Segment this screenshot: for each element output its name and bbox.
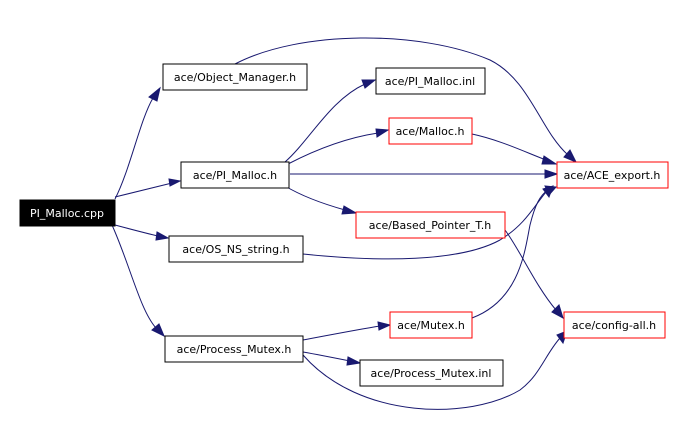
edge-malloc-h-ace-export [471, 133, 547, 161]
node-label: ace/Process_Mutex.inl [371, 367, 492, 380]
arrowhead [375, 128, 390, 138]
node-label: ace/Process_Mutex.h [177, 343, 292, 356]
arrowhead [361, 79, 377, 89]
node-label: ace/Object_Manager.h [174, 71, 296, 84]
arrowhead [151, 323, 165, 338]
arrowhead [541, 155, 558, 165]
node-process-mutex-inl[interactable]: ace/Process_Mutex.inl [359, 359, 504, 387]
edge-process-mutex-h-mutex-h [302, 325, 381, 341]
edge-mutex-h-ace-export [471, 189, 549, 319]
edge-pi-malloc-h-pi-malloc-inl [284, 83, 366, 163]
edge-root-os-ns-string [114, 224, 159, 237]
arrowhead [346, 356, 362, 366]
edge-pi-malloc-h-malloc-h [287, 132, 379, 165]
node-label: ace/PI_Malloc.inl [385, 75, 475, 88]
node-ace-export-h[interactable]: ace/ACE_export.h [556, 161, 669, 189]
edge-object-manager-ace-export [234, 37, 569, 156]
node-malloc-h[interactable]: ace/Malloc.h [388, 117, 473, 145]
node-pi-malloc-inl[interactable]: ace/PI_Malloc.inl [375, 67, 486, 95]
node-label: ace/Mutex.h [397, 319, 465, 332]
node-label: ace/PI_Malloc.h [193, 169, 277, 182]
arrowhead [148, 86, 161, 102]
node-label: ace/Malloc.h [396, 125, 465, 138]
arrowhead [544, 169, 559, 179]
node-label: ace/OS_NS_string.h [182, 243, 289, 256]
node-pi-malloc-cpp[interactable]: PI_Malloc.cpp [19, 199, 116, 227]
node-config-all-h[interactable]: ace/config-all.h [563, 311, 666, 339]
arrowhead [551, 304, 564, 320]
node-os-ns-string-h[interactable]: ace/OS_NS_string.h [168, 235, 304, 263]
node-mutex-h[interactable]: ace/Mutex.h [389, 311, 473, 339]
node-based-pointer-t-h[interactable]: ace/Based_Pointer_T.h [355, 211, 506, 239]
arrowhead [544, 185, 558, 196]
arrowhead [563, 149, 578, 163]
node-label: ace/Based_Pointer_T.h [369, 219, 492, 232]
nodes: PI_Malloc.cpp ace/Object_Manager.h ace/P… [19, 63, 669, 387]
arrowhead [168, 178, 182, 187]
edge-based-pointer-config-all [504, 229, 557, 311]
node-object-manager-h[interactable]: ace/Object_Manager.h [162, 63, 308, 91]
arrowhead [377, 321, 392, 331]
node-process-mutex-h[interactable]: ace/Process_Mutex.h [164, 335, 304, 363]
arrowhead [341, 205, 358, 215]
edge-process-mutex-h-process-mutex-inl [302, 351, 351, 362]
edge-os-ns-string-ace-export [302, 191, 547, 260]
edge-root-process-mutex-h [111, 224, 157, 329]
edge-root-object-manager [114, 97, 154, 200]
node-label: PI_Malloc.cpp [30, 207, 104, 220]
edge-root-pi-malloc-h [114, 182, 173, 198]
node-label: ace/ACE_export.h [564, 169, 661, 182]
edge-pi-malloc-h-based-pointer [284, 185, 346, 211]
node-pi-malloc-h[interactable]: ace/PI_Malloc.h [180, 161, 290, 189]
node-label: ace/config-all.h [572, 319, 656, 332]
edges [111, 37, 578, 410]
arrowhead [155, 231, 170, 241]
edge-process-mutex-h-config-all [302, 337, 561, 410]
